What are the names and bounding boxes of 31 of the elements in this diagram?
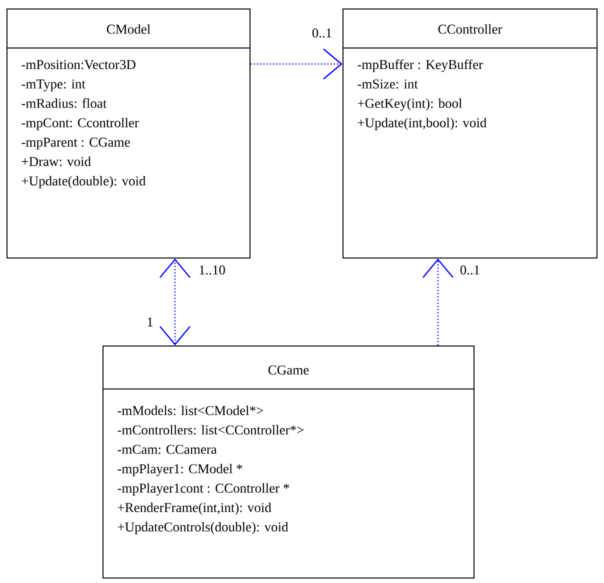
arrow (422, 258, 454, 346)
member-text: -mpBuffer : KeyBuffer (358, 60, 483, 72)
class-name: CGame (268, 365, 309, 375)
member-text: -mpParent : CGame (22, 138, 130, 150)
class-box (6, 8, 250, 258)
member-text: +Draw: void (22, 156, 91, 166)
member-text: -mModels: list<CModel*> (118, 406, 264, 416)
member-text: -mPosition:Vector3D (22, 60, 136, 70)
member-text: +GetKey(int): bool (358, 98, 462, 111)
member-text: -mpPlayer1cont : CController * (118, 483, 290, 496)
multiplicity-label: 0..1 (458, 264, 482, 276)
class-box (342, 8, 598, 258)
member-text: -mpCont: Ccontroller (22, 118, 139, 130)
member-text: -mRadius: float (22, 98, 107, 108)
member-text: -mSize: int (358, 79, 418, 89)
arrow (160, 258, 190, 346)
member-text: +UpdateControls(double): void (118, 522, 288, 534)
member-text: +RenderFrame(int,int): void (118, 502, 272, 515)
member-text: -mpPlayer1: CModel * (118, 464, 242, 476)
class-name: CController (438, 24, 502, 34)
multiplicity-label: 1..10 (198, 264, 226, 276)
member-text: -mControllers: list<CController*> (118, 425, 304, 435)
member-text: +Update(int,bool): void (358, 118, 487, 130)
multiplicity-label: 1 (148, 318, 153, 326)
arrow (250, 48, 343, 80)
multiplicity-label: 0..1 (310, 27, 334, 39)
member-text: -mType: int (22, 79, 86, 92)
member-text: +Update(double): void (22, 176, 146, 188)
class-box (102, 346, 474, 578)
class-name: CModel (106, 24, 150, 34)
member-text: -mCam: CCamera (118, 444, 217, 454)
